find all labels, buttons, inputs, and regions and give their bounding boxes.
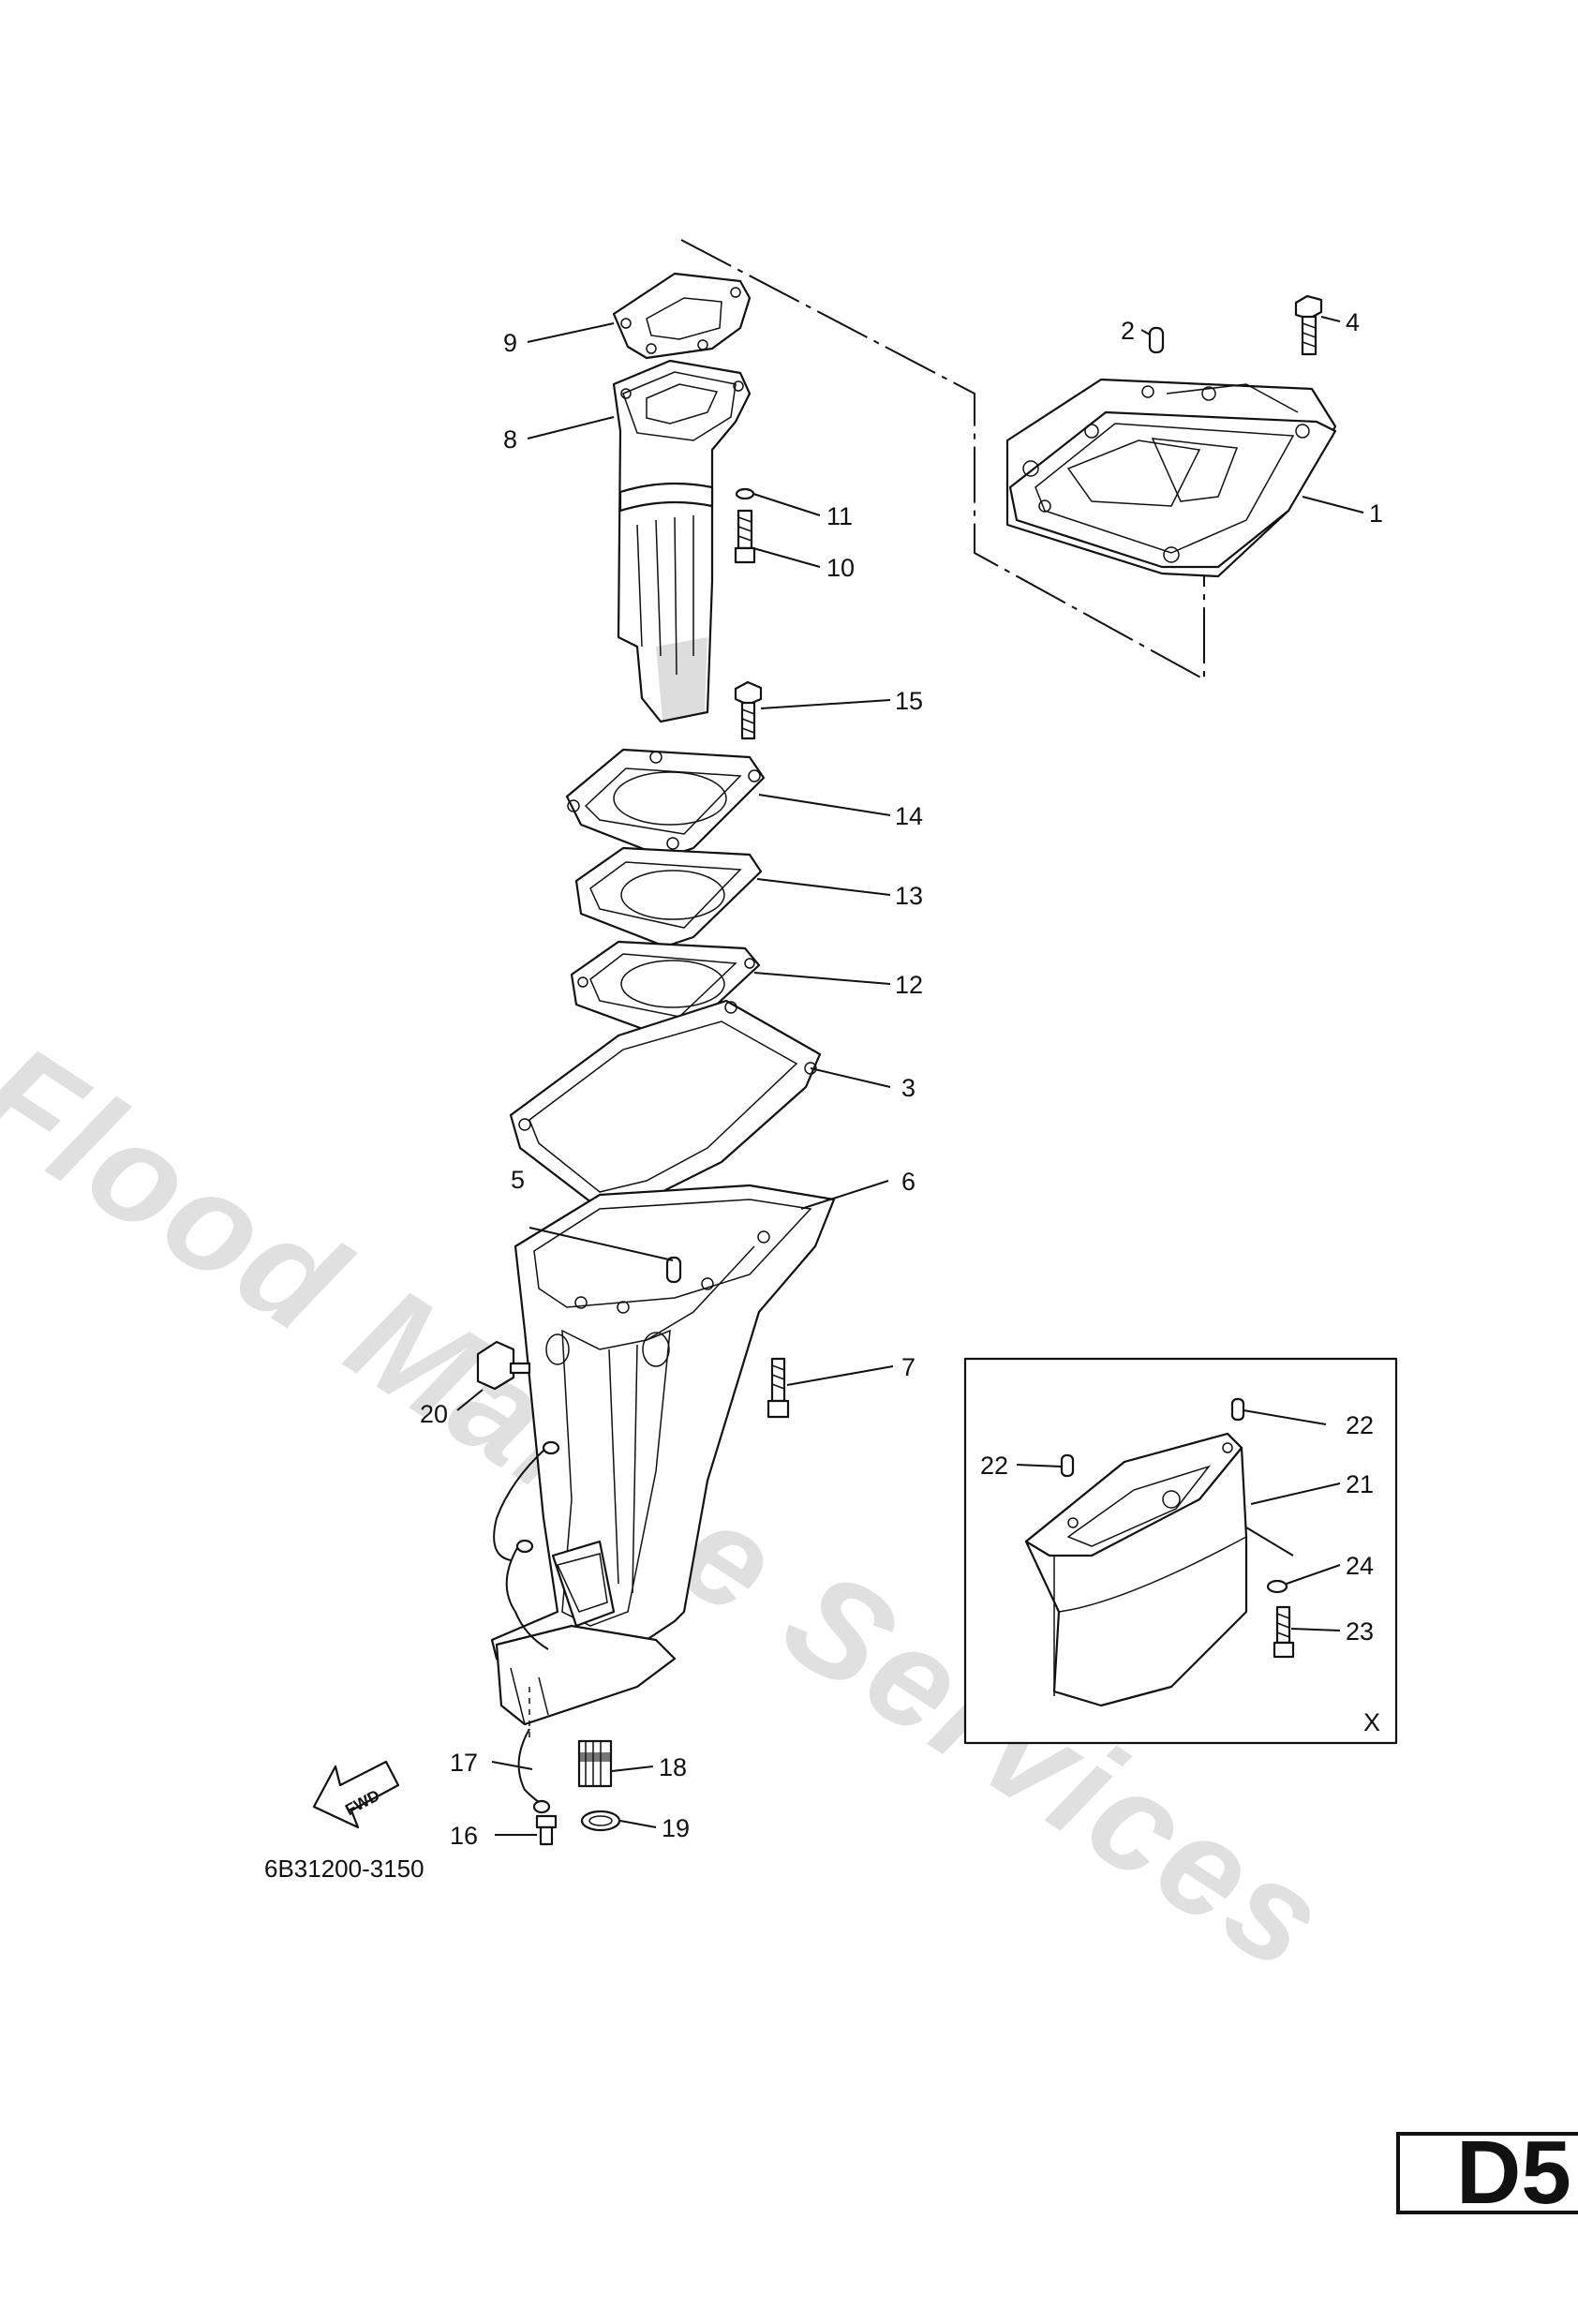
callout-3: 3 bbox=[901, 1074, 916, 1102]
callout-10: 10 bbox=[826, 554, 855, 582]
part-4-bolt bbox=[1294, 294, 1323, 356]
part-22-dowel-pin-right bbox=[1230, 1397, 1245, 1422]
part-2-dowel-pin bbox=[1148, 326, 1165, 354]
part-15-bolt bbox=[734, 680, 763, 740]
callout-11: 11 bbox=[826, 502, 853, 530]
part-23-bolt bbox=[1273, 1605, 1295, 1659]
callout-23: 23 bbox=[1346, 1617, 1374, 1646]
page-code: D5 bbox=[1456, 2123, 1571, 2223]
assembly-dash-line bbox=[680, 239, 1205, 681]
part-12-gasket bbox=[570, 940, 761, 1037]
callouts: 9 8 2 4 1 11 10 15 14 13 12 3 6 5 7 20 1… bbox=[264, 308, 1383, 1883]
part-5-dowel-pin bbox=[665, 1256, 682, 1284]
callout-14: 14 bbox=[895, 802, 923, 830]
part-16-screw bbox=[535, 1814, 558, 1846]
part-19-circlip bbox=[580, 1810, 621, 1832]
part-17-lead-wire bbox=[493, 1440, 560, 1814]
part-20-sensor bbox=[476, 1340, 531, 1391]
part-8-exhaust-pipe bbox=[612, 359, 752, 723]
part-3-mount-gasket bbox=[509, 999, 822, 1211]
part-7-bolt bbox=[767, 1357, 790, 1419]
page-code-box: D5 bbox=[1396, 2128, 1578, 2218]
callout-19: 19 bbox=[662, 1814, 690, 1842]
callout-22-right: 22 bbox=[1346, 1411, 1374, 1439]
part-18-damper bbox=[577, 1739, 613, 1788]
callout-4: 4 bbox=[1346, 308, 1360, 336]
part-13-gasket bbox=[574, 846, 763, 948]
callout-13: 13 bbox=[895, 882, 923, 910]
part-10-bolt bbox=[734, 509, 756, 564]
part-24-washer bbox=[1266, 1579, 1288, 1594]
part-9-exhaust-gasket bbox=[612, 272, 752, 360]
part-21-inset-casing bbox=[1024, 1432, 1248, 1707]
part-1-upper-mount-plate bbox=[1005, 378, 1337, 578]
part-code: 6B31200-3150 bbox=[264, 1855, 424, 1883]
callout-18: 18 bbox=[659, 1753, 687, 1781]
fwd-arrow-icon: FWD bbox=[312, 1760, 400, 1829]
inset-label: X bbox=[1363, 1708, 1380, 1736]
callout-5: 5 bbox=[511, 1166, 525, 1194]
part-22-dowel-pin-left bbox=[1060, 1453, 1075, 1478]
callout-16: 16 bbox=[450, 1822, 478, 1850]
callout-24: 24 bbox=[1346, 1552, 1374, 1580]
part-6-upper-casing bbox=[490, 1184, 836, 1743]
callout-8: 8 bbox=[503, 425, 517, 454]
callout-7: 7 bbox=[901, 1353, 916, 1381]
callout-17: 17 bbox=[450, 1749, 478, 1777]
part-11-washer bbox=[735, 487, 755, 500]
part-14-plate bbox=[565, 748, 766, 859]
callout-12: 12 bbox=[895, 971, 923, 999]
callout-22-left: 22 bbox=[980, 1452, 1008, 1480]
callout-6: 6 bbox=[901, 1168, 916, 1196]
callout-20: 20 bbox=[420, 1400, 448, 1428]
callout-2: 2 bbox=[1121, 317, 1135, 345]
callout-15: 15 bbox=[895, 687, 923, 715]
leader-lines bbox=[456, 316, 1364, 1836]
callout-9: 9 bbox=[503, 329, 517, 357]
callout-1: 1 bbox=[1369, 499, 1383, 528]
callout-21: 21 bbox=[1346, 1470, 1374, 1498]
